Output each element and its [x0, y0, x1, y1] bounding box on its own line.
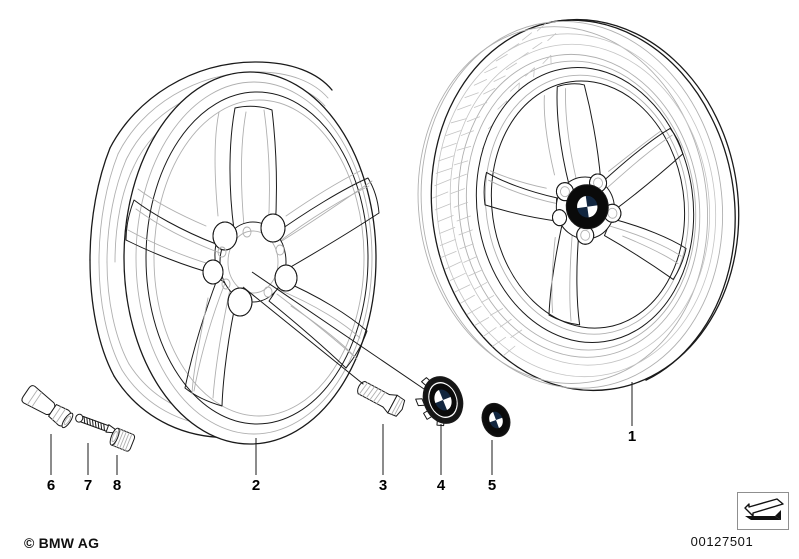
- part-valve-insert: [75, 413, 117, 434]
- callout-label-7: 7: [83, 477, 93, 494]
- part-alloy-wheel: [89, 61, 380, 445]
- callout-label-6: 6: [46, 477, 56, 494]
- callout-label-1: 1: [627, 428, 637, 445]
- assembly-direction-lines: [242, 271, 425, 397]
- callout-label-2: 2: [251, 477, 261, 494]
- diagram-id: 00127501: [690, 534, 754, 549]
- callout-leader-lines: [50, 424, 493, 475]
- 3d-arrow-icon: [737, 492, 789, 530]
- copyright-notice: © BMW AG: [24, 535, 100, 551]
- callout-label-3: 3: [378, 477, 388, 494]
- part-hub-cap: [415, 376, 464, 427]
- part-wheel-bolt: [357, 380, 406, 417]
- callout-label-8: 8: [112, 477, 122, 494]
- callout-label-4: 4: [436, 477, 446, 494]
- part-valve-cap: [109, 427, 136, 452]
- callout-label-5: 5: [487, 477, 497, 494]
- part-bmw-emblem: [481, 402, 511, 438]
- part-tire-and-wheel-assembly: [417, 18, 740, 392]
- part-valve-stem: [21, 385, 74, 429]
